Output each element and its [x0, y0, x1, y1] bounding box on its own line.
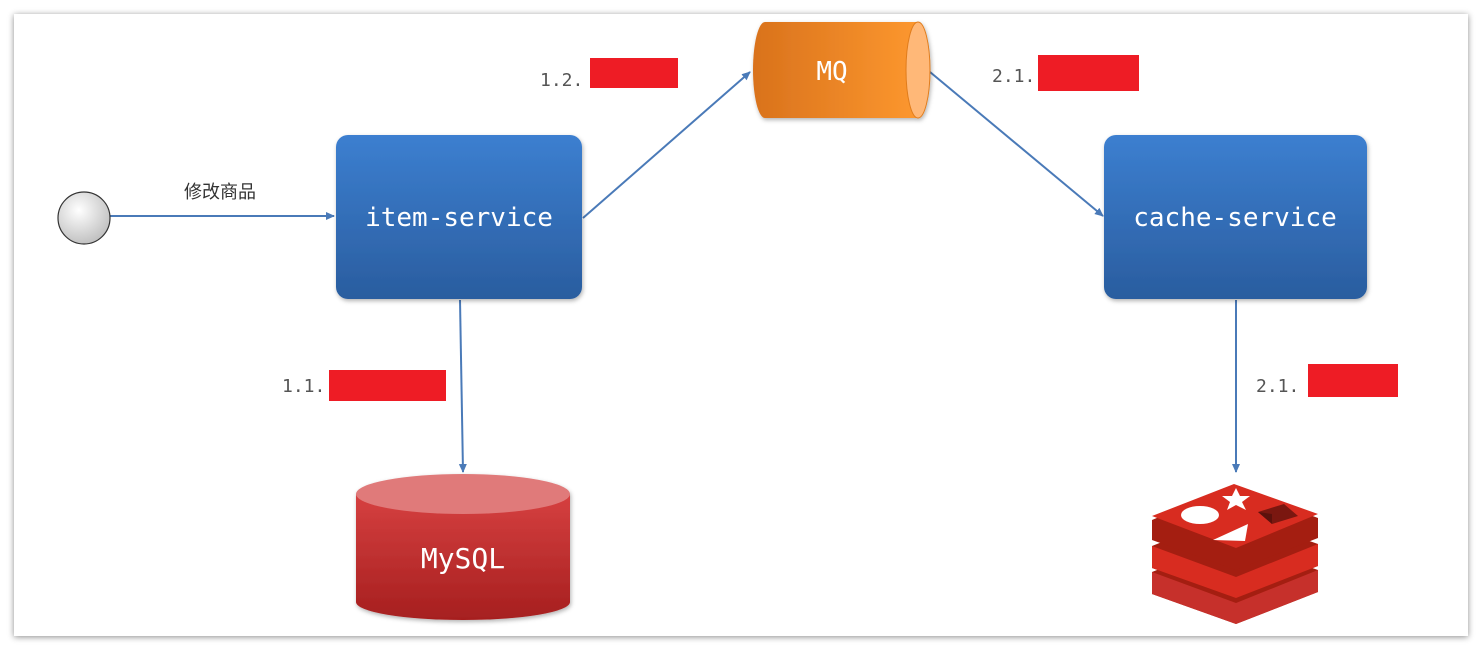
item-service-node: [336, 135, 582, 299]
redaction-block: [329, 370, 446, 401]
edge-label-item-to-mq: 1.2.: [540, 70, 583, 91]
start-node: [57, 191, 111, 245]
redaction-block: [1308, 364, 1398, 397]
mysql-label: MySQL: [421, 542, 505, 575]
item-service-label: item-service: [365, 203, 553, 233]
edge-label-item-to-mysql: 1.1.: [282, 376, 325, 397]
edge-label-cache-to-redis: 2.1.: [1256, 376, 1299, 397]
mq-label: MQ: [816, 57, 847, 87]
edge-label-modify-item: 修改商品: [184, 182, 256, 203]
edge-mq-to-cache: [929, 71, 1104, 217]
mq-node: [753, 21, 931, 119]
edge-label-mq-to-cache: 2.1.: [992, 66, 1035, 87]
cache-service-node: [1104, 135, 1367, 299]
redis-icon: [1152, 484, 1318, 624]
mysql-node: [356, 474, 570, 620]
redaction-block: [590, 58, 678, 88]
edge-item-to-mq: [582, 71, 751, 219]
cache-service-label: cache-service: [1133, 203, 1337, 233]
edge-item-to-mysql: [458, 299, 467, 473]
redaction-block: [1038, 55, 1139, 91]
